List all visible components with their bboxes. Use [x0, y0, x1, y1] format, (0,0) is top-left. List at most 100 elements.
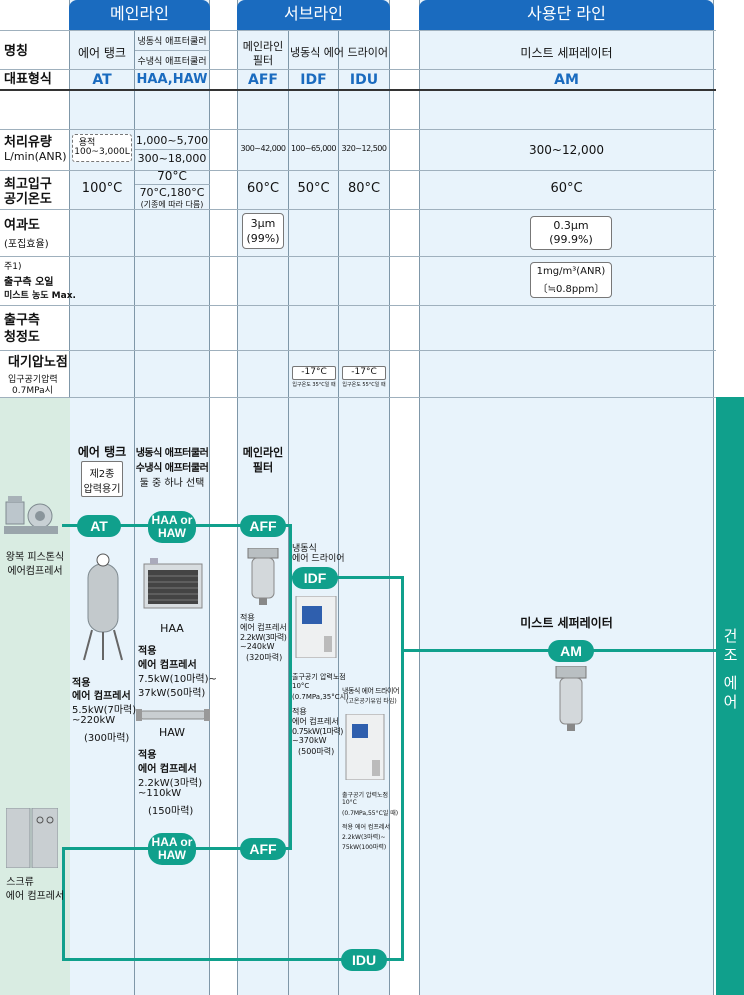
dew-idf: -17°C — [301, 367, 327, 377]
flow-at1: 용적 — [78, 138, 96, 148]
column-am — [419, 0, 714, 995]
diag-aff-t1: 메인라인 — [242, 446, 284, 459]
aff-app5: (320마력) — [246, 653, 283, 662]
haa-divider — [135, 50, 210, 51]
haa-app2: 에어 컴프레서 — [138, 660, 197, 671]
flow-line-aff-vert — [289, 524, 292, 850]
row-label-temp1: 최고입구 — [4, 177, 52, 192]
model-idf: IDF — [300, 72, 327, 88]
pill-am: AM — [548, 640, 594, 662]
oil-am2: 〔≒0.8ppm〕 — [537, 284, 605, 295]
idu-app2: 10°C — [342, 799, 357, 806]
dew-idf-box — [292, 366, 336, 380]
name-aff1: 메인라인 — [242, 40, 284, 53]
model-aff: AFF — [248, 72, 278, 88]
flow-haa1: 1,000~5,700 — [135, 134, 209, 147]
temp-at: 100°C — [81, 181, 123, 196]
filt-am2: (99.9%) — [549, 233, 593, 246]
idf-dryer-image — [294, 595, 338, 659]
diag-at-box — [81, 461, 123, 497]
row-label-dew-sub1: 입구공기압력 — [8, 375, 58, 385]
pill-haa-top-line1: HAA or — [151, 513, 193, 527]
row-label-filt-sub: (포집효율) — [4, 239, 49, 250]
flow-am: 300~12,000 — [529, 143, 604, 157]
dry-air-label: 건조 에어 — [721, 628, 739, 713]
row-line — [0, 305, 716, 306]
temp-haa2: 70°C,180°C — [139, 186, 205, 199]
flow-line-idf-horiz — [289, 576, 404, 579]
row-label-dew-sub2: 0.7MPa시 — [12, 386, 53, 396]
flow-line-screw-vert — [62, 847, 65, 961]
pill-idu: IDU — [341, 949, 387, 971]
haa-image — [142, 558, 204, 610]
temp-haa3: (기종에 따라 다름) — [140, 200, 204, 209]
model-haa: HAA,HAW — [136, 72, 208, 87]
temp-aff: 60°C — [246, 181, 280, 196]
dew-idu-sub: 입구온도 55°C일 때 — [342, 382, 386, 388]
row-line — [0, 69, 716, 70]
am-title: 미스트 세퍼레이터 — [520, 616, 613, 630]
am-filter-image — [554, 665, 588, 732]
idu-app6: 75kW(100마력) — [342, 844, 387, 851]
piston-compressor-icon — [4, 496, 60, 536]
flow-idu: 320~12,500 — [341, 144, 387, 153]
piston-label1: 왕복 피스톤식 — [5, 552, 65, 563]
diag-haa-t3: 둘 중 하나 선택 — [139, 478, 205, 489]
oil-am-box — [530, 262, 612, 298]
row-line — [0, 30, 716, 31]
row-line — [0, 170, 716, 171]
at-app3: 5.5kW(7마력) — [72, 705, 137, 716]
idf-app4: 적용 — [292, 707, 307, 716]
row-label-name: 명칭 — [4, 44, 28, 59]
name-at: 에어 탱크 — [78, 46, 126, 60]
screw-compressor-icon — [5, 807, 59, 869]
idu-app5: 2.2kW(3마력)~ — [342, 834, 386, 841]
name-aff2: 필터 — [252, 54, 274, 67]
idu-app4: 적용 에어 컴프레서 — [342, 824, 390, 831]
flow-at-box — [72, 134, 132, 162]
piston-label2: 에어컴프레서 — [7, 566, 63, 577]
haa-app1: 적용 — [138, 646, 157, 657]
flow-haa2: 300~18,000 — [137, 152, 207, 165]
filt-am1: 0.3μm — [553, 219, 589, 232]
name-haa1: 냉동식 애프터쿨러 — [137, 37, 207, 47]
screw-label1: 스크류 — [6, 877, 34, 888]
haw-image — [136, 706, 210, 724]
diag-at-title: 에어 탱크 — [77, 445, 127, 459]
filt-aff2: (99%) — [246, 232, 280, 245]
haw-app4: ~110kW — [138, 788, 182, 799]
diag-aff-t2: 필터 — [252, 461, 274, 474]
idf-app3: (0.7MPa,35°C시) — [292, 693, 349, 701]
pill-aff-top: AFF — [240, 515, 286, 537]
diag-at-box2: 압력용기 — [83, 484, 121, 495]
model-at: AT — [92, 72, 112, 88]
haw-app2: 에어 컴프레서 — [138, 764, 197, 775]
pill-haa-bottom-line1: HAA or — [151, 835, 193, 849]
flow-at2: 100~3,000L — [74, 147, 130, 157]
at-app4: ~220kW — [72, 715, 116, 726]
haa-divider — [135, 149, 210, 150]
dew-idu: -17°C — [351, 367, 377, 377]
aff-filter-image — [246, 547, 280, 606]
idf-title1: 냉동식 — [292, 544, 317, 554]
idf-app8: (500마력) — [298, 747, 335, 756]
filt-aff-box — [242, 213, 284, 249]
row-label-flow: 처리유량 — [4, 135, 52, 150]
row-line — [0, 256, 716, 257]
row-line — [0, 350, 716, 351]
diag-at-box1: 제2종 — [89, 469, 115, 480]
at-app1: 적용 — [72, 678, 91, 689]
flow-idf: 100~65,000 — [291, 144, 336, 153]
pill-haa-bottom-line2: HAW — [158, 848, 186, 862]
model-idu: IDU — [349, 72, 379, 88]
pill-idf: IDF — [292, 567, 338, 589]
flow-aff: 300~42,000 — [240, 144, 286, 153]
at-app5: (300마력) — [84, 733, 130, 744]
filt-aff1: 3μm — [250, 217, 276, 230]
idu-t1: 냉동식 에어 드라이어 — [342, 687, 399, 695]
haa-divider — [135, 184, 210, 185]
screw-label2: 에어 컴프레서 — [5, 891, 65, 902]
haw-app1: 적용 — [138, 750, 157, 761]
dew-idu-box — [342, 366, 386, 380]
haa-label: HAA — [160, 622, 184, 635]
